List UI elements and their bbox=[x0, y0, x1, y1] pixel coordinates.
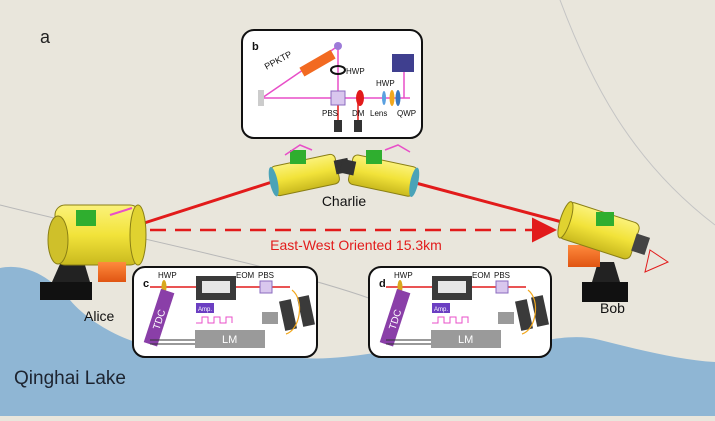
link-alice-charlie bbox=[137, 180, 273, 227]
lake-label: Qinghai Lake bbox=[14, 368, 126, 389]
amp-c bbox=[196, 303, 214, 313]
fiber-coupler-1 bbox=[334, 120, 342, 132]
hwp-top bbox=[330, 65, 346, 75]
fiber-coupler-2 bbox=[354, 120, 362, 132]
detector-c-1 bbox=[279, 299, 297, 331]
pbs-label: PBS bbox=[322, 109, 338, 118]
mirror-top bbox=[334, 42, 342, 50]
bob-label: Bob bbox=[600, 300, 625, 316]
alice-telescope bbox=[40, 204, 147, 300]
charlie-telescope-left bbox=[268, 144, 351, 197]
hwp-top-label: HWP bbox=[346, 67, 365, 76]
bob-telescope bbox=[557, 201, 670, 302]
amp-d-label: Amp. bbox=[434, 307, 448, 313]
tdc-d bbox=[379, 288, 411, 347]
mirror-left bbox=[258, 90, 264, 106]
lm-d bbox=[431, 330, 501, 348]
alice-label: Alice bbox=[84, 308, 115, 324]
eom-c-label: EOM bbox=[236, 271, 255, 280]
panel-label-b: b bbox=[252, 41, 259, 53]
pbs-d bbox=[495, 280, 509, 294]
dm-label: DM bbox=[352, 109, 365, 118]
panel-label-c: c bbox=[143, 278, 149, 290]
qwp bbox=[395, 90, 401, 106]
charlie-telescope-right bbox=[339, 144, 420, 197]
tdc-c bbox=[143, 288, 175, 347]
inset-b-source: b PPKTP HWP PBS DM Lens HWP QWP bbox=[241, 29, 423, 139]
panel-label-d: d bbox=[379, 278, 386, 290]
road-line-2 bbox=[559, 0, 715, 226]
lm-c bbox=[195, 330, 265, 348]
charlie-label: Charlie bbox=[322, 193, 367, 209]
hwp-right bbox=[389, 90, 395, 106]
qwp-label: QWP bbox=[397, 109, 416, 118]
eom-d-label: EOM bbox=[472, 271, 491, 280]
pbs-d-label: PBS bbox=[494, 271, 510, 280]
hwp-right-label: HWP bbox=[376, 79, 395, 88]
panel-label-a: a bbox=[40, 27, 51, 47]
pbs-c bbox=[259, 280, 273, 294]
lens bbox=[382, 91, 386, 105]
alice-photon-module bbox=[98, 262, 126, 282]
amp-d bbox=[432, 303, 450, 313]
amp-c-label: Amp. bbox=[198, 307, 212, 313]
bob-photon-module bbox=[568, 245, 600, 267]
ppktp-crystal bbox=[299, 49, 336, 77]
dm-mirror bbox=[356, 90, 364, 106]
link-label: East-West Oriented 15.3km bbox=[270, 237, 442, 253]
pump-laser bbox=[392, 54, 414, 72]
detector-d-1 bbox=[515, 299, 533, 331]
lm-c-label: LM bbox=[222, 334, 237, 346]
detector-c-2 bbox=[297, 295, 315, 327]
link-charlie-bob bbox=[411, 180, 563, 224]
pbs-c-label: PBS bbox=[258, 271, 274, 280]
inset-c-alice-setup: c HWP EOM PBS Amp. LM TDC bbox=[132, 266, 318, 358]
pbs-cube bbox=[330, 90, 346, 106]
hwp-d-label: HWP bbox=[394, 271, 413, 280]
hwp-c-label: HWP bbox=[158, 271, 177, 280]
lm-d-label: LM bbox=[458, 334, 473, 346]
lens-label: Lens bbox=[370, 109, 387, 118]
qinghai-lake bbox=[0, 266, 715, 416]
inset-d-bob-setup: d HWP EOM PBS Amp. LM TDC bbox=[368, 266, 552, 358]
